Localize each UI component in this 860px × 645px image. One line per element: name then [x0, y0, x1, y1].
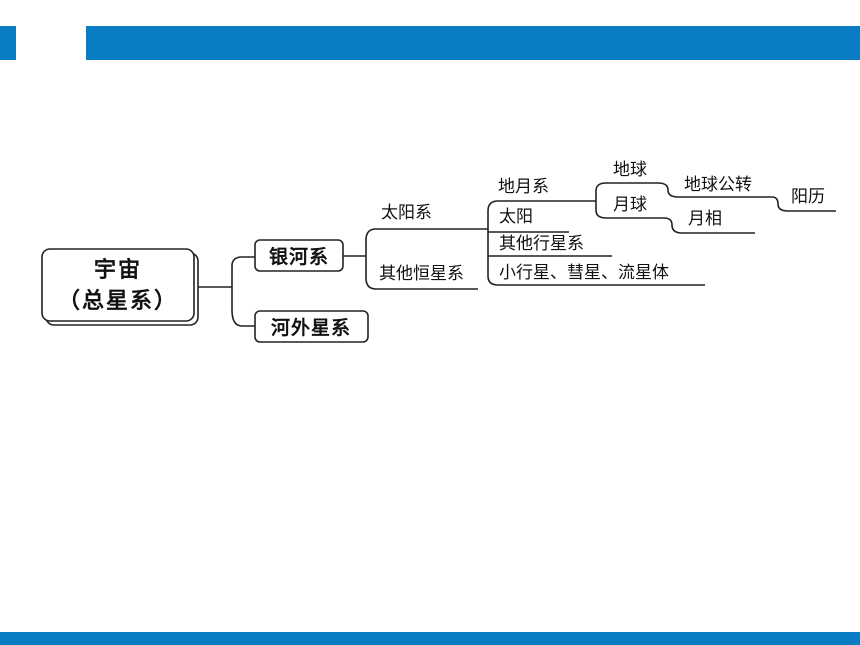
extragalactic-node: 河外星系: [254, 310, 369, 343]
connector-galaxy: [343, 228, 482, 290]
lunar-phase-label: 月相: [688, 209, 722, 229]
earth-revolution-label: 地球公转: [684, 175, 752, 195]
root-label-line2: （总星系）: [58, 288, 178, 314]
root-label-line1: 宇宙: [94, 257, 142, 283]
earth-label: 地球: [613, 160, 647, 180]
root-node: 宇宙 （总星系）: [41, 248, 199, 326]
small-bodies-label: 小行星、彗星、流星体: [499, 263, 669, 283]
header-left-block: [0, 26, 16, 60]
connector-revolution: [771, 196, 836, 212]
moon-label: 月球: [613, 195, 647, 215]
sun-label: 太阳: [499, 207, 533, 227]
header-bar: [86, 26, 860, 60]
solar-system-label: 太阳系: [381, 203, 432, 223]
extragalactic-label: 河外星系: [271, 316, 351, 339]
connector-moon: [663, 217, 755, 234]
footer-bar: [0, 632, 860, 645]
connector-root: [198, 256, 255, 327]
solar-calendar-label: 阳历: [791, 187, 825, 207]
earth-moon-system-label: 地月系: [498, 177, 549, 197]
other-planetary-label: 其他行星系: [499, 234, 584, 254]
connector-solar-system: [482, 200, 705, 286]
connector-earth: [657, 182, 772, 198]
galaxy-node: 银河系: [254, 239, 344, 272]
galaxy-label: 银河系: [269, 245, 329, 268]
connector-earth-moon: [595, 182, 664, 219]
other-stellar-label: 其他恒星系: [379, 264, 464, 284]
